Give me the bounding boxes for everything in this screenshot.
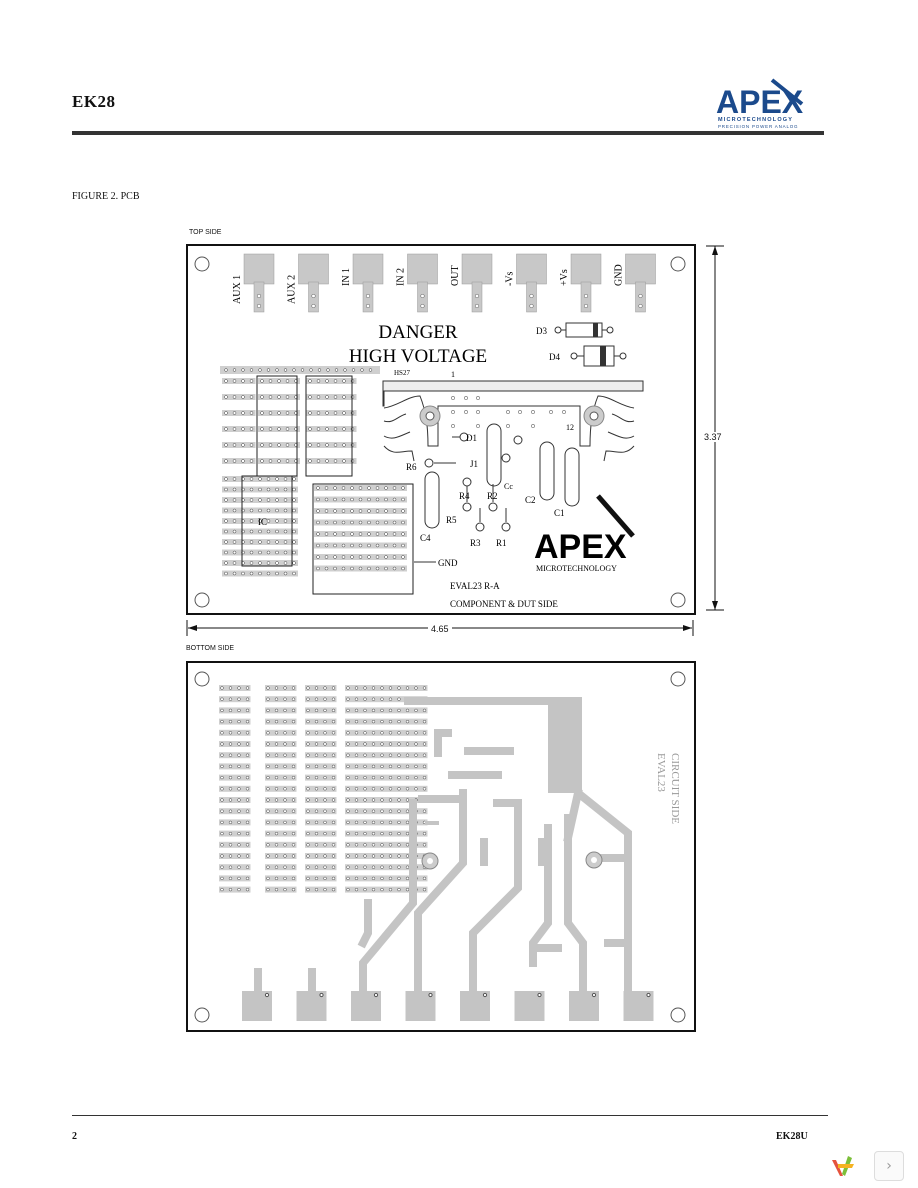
label-ic: IC [258,517,267,527]
connector-label: +Vs [559,269,570,286]
connector-label: IN 1 [341,268,352,286]
label-d3: D3 [536,326,547,336]
height-value: 3.37 [704,432,722,442]
circuit-side-text: CIRCUIT SIDE [669,753,681,824]
footer-rule [72,1115,828,1116]
label-cc: Cc [504,482,513,491]
label-c4: C4 [420,533,431,543]
label-r6: R6 [406,462,417,472]
connector-label: AUX 2 [287,275,298,304]
next-page-button[interactable]: › [874,1151,904,1181]
bottom-board: CIRCUIT SIDE EVAL23 [186,661,696,1032]
connector-7 [625,253,656,313]
label-r2: R2 [487,491,498,501]
figure-caption: FIGURE 2. PCB [72,191,140,202]
label-d4: D4 [549,352,560,362]
connector-label: OUT [450,265,461,286]
board-brand: APEX [534,528,627,566]
connector-label: IN 2 [396,268,407,286]
connector-5 [516,253,547,313]
label-pin1: 1 [451,370,455,379]
protoboard-area [220,366,414,595]
viewer-app-icon[interactable] [826,1150,860,1180]
apex-logo: APEX MICROTECHNOLOGY PRECISION POWER ANA… [714,78,826,130]
proto-block-c [306,378,357,464]
heatsink [382,380,644,462]
label-r5: R5 [446,515,457,525]
diode-d3: D3 [536,322,614,338]
connector-4 [461,253,493,313]
high-voltage-text: HIGH VOLTAGE [349,346,487,367]
logo-subtitle: MICROTECHNOLOGY [718,117,793,123]
connector-1 [298,253,329,313]
header-rule [72,131,824,135]
label-r1: R1 [496,538,507,548]
proto-block-a [222,378,256,464]
label-hs27: HS27 [394,369,410,377]
label-c1: C1 [554,508,565,518]
height-dimension [700,244,730,614]
proto-block-e [314,485,407,572]
proto-block-b [258,378,300,464]
bottom-side-label: BOTTOM SIDE [186,645,235,652]
label-gnd: GND [438,558,458,568]
connector-6 [570,253,602,313]
connector-0 [243,253,275,313]
protoboard-bottom-area [219,685,428,893]
logo-tagline: PRECISION POWER ANALOG [718,124,798,129]
connector-3 [407,253,438,313]
label-d1: D1 [466,433,477,443]
connector-label: AUX 1 [232,275,243,304]
diode-d4: D4 [549,345,627,367]
board-id-top: EVAL23 R-A [450,581,500,591]
label-r3: R3 [470,538,481,548]
logo-brand-text: APEX [716,84,804,120]
document-title: EK28 [72,92,116,111]
label-j1: J1 [470,459,478,469]
chevron-right-icon: › [886,1158,892,1174]
footer-doc-id: EK28U [776,1131,808,1142]
label-r4: R4 [459,491,470,501]
page-number: 2 [72,1131,77,1142]
top-side-label: TOP SIDE [189,229,222,236]
board-id-bottom: EVAL23 [655,753,667,792]
board-apex-logo: APEX MICROTECHNOLOGY [534,494,635,573]
width-value: 4.65 [428,624,452,634]
board-side-text: COMPONENT & DUT SIDE [450,599,558,609]
label-pin12: 12 [566,423,574,432]
connector-label: -Vs [505,271,516,286]
board-brand-sub: MICROTECHNOLOGY [536,564,617,573]
connector-2 [352,253,384,313]
danger-text: DANGER [378,322,457,343]
label-c2: C2 [525,495,536,505]
connector-label: GND [614,264,625,286]
proto-block-d [222,476,298,577]
